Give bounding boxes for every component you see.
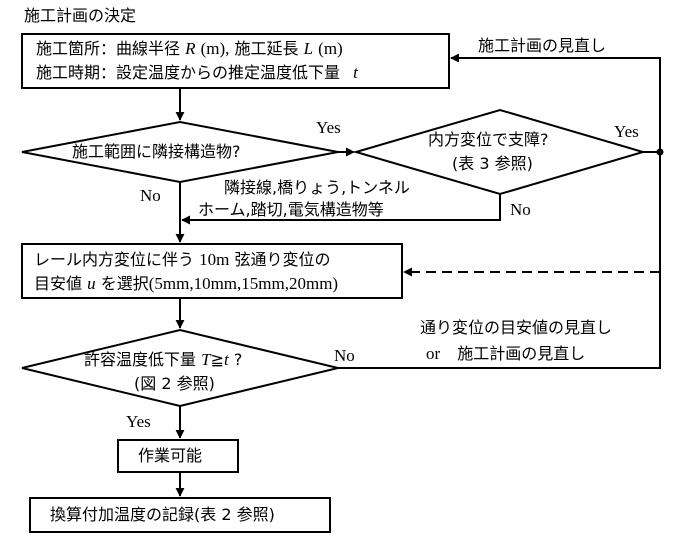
decision1-text: 施工範囲に隣接構造物? [72, 142, 241, 161]
label-replan-top: 施工計画の見直し [478, 36, 607, 55]
box2-line2: 目安値 u を選択(5mm,10mm,15mm,20mm) [34, 274, 339, 293]
decision3-line2: (図 2 参照) [134, 374, 215, 393]
box1-line1: 施工箇所：曲線半径 R (m), 施工延長 L (m) [36, 39, 343, 58]
decision3-line1: 許容温度低下量 T≧t ? [84, 350, 243, 369]
box1-line2: 施工時期：設定温度からの推定温度低下量 t [36, 63, 358, 82]
decision2-line1: 内方変位で支障? [428, 130, 549, 149]
decision3-no-label: No [334, 346, 355, 365]
box3-text: 作業可能 [138, 446, 203, 465]
box-record-temperature [29, 497, 331, 533]
decision2-yes-label: Yes [614, 122, 639, 141]
label-review-line1: 通り変位の目安値の見直し [420, 318, 613, 337]
line-decision3-no [338, 152, 661, 369]
label-review-line2: or 施工計画の見直し [426, 344, 586, 363]
decision2-line2: (表 3 参照) [452, 154, 533, 173]
flowchart-title: 施工計画の決定 [24, 6, 137, 25]
arrow-loop-top-replan [450, 53, 661, 152]
box4-text: 換算付加温度の記録(表 2 参照) [50, 505, 275, 524]
adjacent-note-line1: 隣接線,橋りょう,トンネル [224, 178, 410, 197]
decision3-yes-label: Yes [126, 412, 151, 431]
box2-line1: レール内方変位に伴う 10m 弦通り変位の [34, 250, 331, 269]
adjacent-note-line2: ホーム,踏切,電気構造物等 [198, 200, 384, 219]
box-work-possible [117, 439, 239, 473]
decision1-yes-label: Yes [316, 118, 341, 137]
decision2-no-label: No [510, 200, 531, 219]
arrow-decision2-no [181, 194, 501, 225]
decision1-no-label: No [140, 186, 161, 205]
box-select-target-value [21, 243, 403, 299]
box-construction-conditions [21, 33, 450, 89]
